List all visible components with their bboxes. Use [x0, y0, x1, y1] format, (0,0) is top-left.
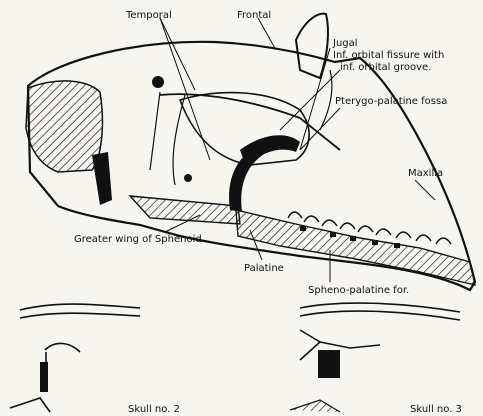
label-inf-orbital-1: Inf. orbital fissure with: [333, 50, 444, 61]
frontal-process: [296, 14, 328, 78]
label-pterygo: Pterygo-palatine fossa: [335, 96, 447, 107]
label-skull3: Skull no. 3: [410, 404, 462, 415]
label-maxilla: Maxilla: [408, 168, 443, 179]
label-greater-wing: Greater wing of Sphenoid: [74, 234, 202, 245]
skull2-fragment: [10, 304, 140, 412]
pterygo-curve: [229, 142, 276, 212]
label-frontal: Frontal: [237, 10, 271, 21]
label-inf-orbital-2: inf. orbital groove.: [340, 62, 431, 73]
label-jugal: Jugal: [333, 38, 358, 49]
braincase-section: [26, 81, 102, 172]
label-skull2: Skull no. 2: [128, 404, 180, 415]
greater-wing-section: [130, 196, 240, 224]
zygomatic-arch: [160, 94, 340, 150]
label-spheno-palatine: Spheno-palatine for.: [308, 285, 409, 296]
condyle: [92, 152, 112, 205]
label-temporal: Temporal: [126, 10, 172, 21]
label-palatine: Palatine: [244, 263, 284, 274]
